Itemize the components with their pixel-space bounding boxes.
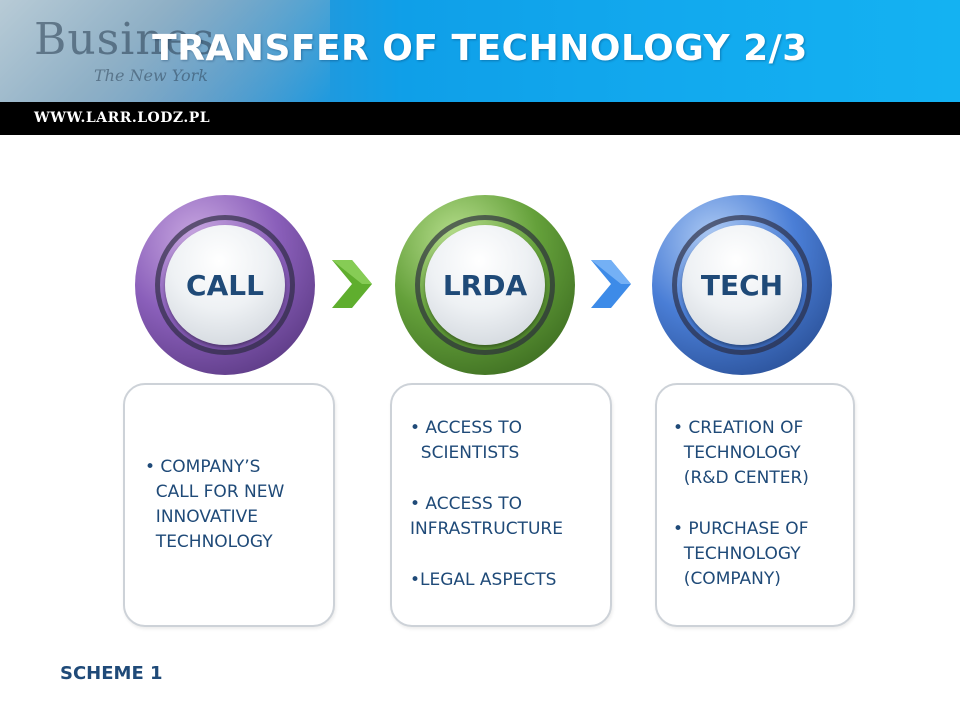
header-photo-subword: The New York xyxy=(94,66,208,85)
stage-lrda-box: • ACCESS TO SCIENTISTS • ACCESS TO INFRA… xyxy=(390,383,612,627)
stage-call-label: CALL xyxy=(186,269,264,302)
list-item: • COMPANY’S CALL FOR NEW INNOVATIVE TECH… xyxy=(145,457,285,552)
page-title: TRANSFER OF TECHNOLOGY 2/3 xyxy=(152,28,808,69)
chevron-right-icon xyxy=(591,260,631,308)
stage-call-disc xyxy=(165,225,285,345)
header-photo: Busines The New York xyxy=(0,0,330,102)
stage-tech-label: TECH xyxy=(700,269,784,302)
stage-tech-circle: TECH xyxy=(652,195,832,375)
header-photo-word: Busines xyxy=(34,14,216,65)
scheme-label: SCHEME 1 xyxy=(60,663,163,684)
list-item: • CREATION OF TECHNOLOGY (R&D CENTER) xyxy=(673,418,809,488)
stage-call-items: • COMPANY’S CALL FOR NEW INNOVATIVE TECH… xyxy=(145,455,284,555)
chevron-right-icon xyxy=(332,260,372,308)
list-item: • ACCESS TO INFRASTRUCTURE xyxy=(410,494,563,539)
stage-tech-box: • CREATION OF TECHNOLOGY (R&D CENTER) • … xyxy=(655,383,855,627)
stage-lrda-disc xyxy=(425,225,545,345)
list-item: •LEGAL ASPECTS xyxy=(410,570,557,590)
stage-tech-items: • CREATION OF TECHNOLOGY (R&D CENTER) • … xyxy=(673,416,809,592)
website-url: WWW.LARR.LODZ.PL xyxy=(34,110,211,126)
stage-lrda-label: LRDA xyxy=(442,269,528,302)
stage-tech-disc xyxy=(682,225,802,345)
list-item: • ACCESS TO SCIENTISTS xyxy=(410,418,522,463)
header-banner: Busines The New York TRANSFER OF TECHNOL… xyxy=(0,0,960,102)
stage-call-box: • COMPANY’S CALL FOR NEW INNOVATIVE TECH… xyxy=(123,383,335,627)
stage-call-circle: CALL xyxy=(135,195,315,375)
list-item: • PURCHASE OF TECHNOLOGY (COMPANY) xyxy=(673,519,809,589)
stage-lrda-items: • ACCESS TO SCIENTISTS • ACCESS TO INFRA… xyxy=(410,416,563,593)
stage-lrda-circle: LRDA xyxy=(395,195,575,375)
url-bar: WWW.LARR.LODZ.PL xyxy=(0,102,960,135)
